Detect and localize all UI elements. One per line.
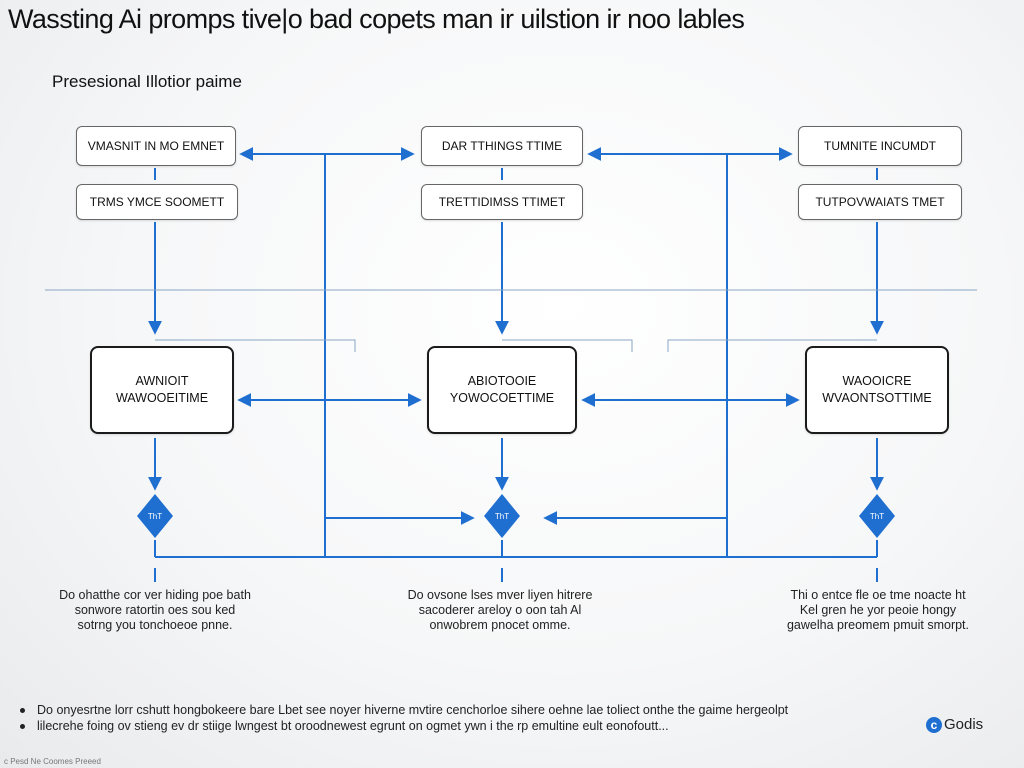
main-box-line: WAOOICRE	[842, 374, 912, 388]
note-line: Do ovsone lses mver liyen hitrere	[407, 588, 593, 602]
process-box-top: VMASNIT IN MO EMNET	[76, 126, 236, 166]
decision-diamond	[484, 494, 520, 538]
process-box-secondary: TUTPOVWAIATS TMET	[798, 184, 962, 220]
bracket-line	[155, 339, 356, 352]
decision-label: ThT	[148, 512, 162, 521]
process-box-label: TUTPOVWAIATS TMET	[815, 195, 945, 209]
decision-label: ThT	[870, 512, 884, 521]
logo-text: Godis	[944, 716, 984, 733]
process-box-secondary: TRETTIDIMSS TTIMET	[421, 184, 583, 220]
process-box-label: VMASNIT IN MO EMNET	[87, 139, 225, 153]
decision-diamond	[859, 494, 895, 538]
main-box-line: ABIOTOOIE	[467, 374, 537, 388]
process-box-secondary: TRMS YMCE SOOMETT	[76, 184, 238, 220]
main-box-line: WVAONTSOTTIME	[822, 391, 932, 405]
decision-diamond	[137, 494, 173, 538]
footnote-list: Do onyesrtne lorr cshutt hongbokeere bar…	[20, 702, 820, 734]
main-box-lines: WAOOICRE WVAONTSOTTIME	[822, 373, 932, 407]
process-box-label: TUMNITE INCUMDT	[824, 139, 936, 153]
image-credit: c Pesd Ne Coomes Preeed	[4, 757, 101, 766]
page-subtitle: Presesional Illotior paime	[52, 72, 242, 91]
note-line: Thi o entce fle oe tme noacte ht	[790, 588, 966, 602]
page-title: Wassting Ai promps tive|o bad copets man…	[8, 4, 745, 34]
note-line: gawelha preomem pmuit smorpt.	[786, 618, 970, 632]
process-box-label: TRMS YMCE SOOMETT	[89, 195, 225, 209]
footnote-item: lilecrehe foing ov stieng ev dr stiige l…	[20, 718, 820, 734]
bullet-icon	[20, 707, 25, 713]
main-box-line: AWNIOIT	[135, 374, 189, 388]
note-line: sacoderer areloy o oon tah Al	[418, 603, 582, 617]
bracket-line	[502, 339, 633, 352]
footnote-item: Do onyesrtne lorr cshutt hongbokeere bar…	[20, 702, 820, 718]
brand-logo: c Godis	[926, 716, 983, 733]
note-line: sonwore ratortin oes sou ked	[74, 603, 236, 617]
note-line: Do ohatthe cor ver hiding poe bath	[59, 588, 251, 602]
main-box-lines: ABIOTOOIE YOWOCOETTIME	[450, 373, 554, 407]
process-box-main: WAOOICRE WVAONTSOTTIME	[805, 346, 949, 434]
logo-icon: c	[926, 716, 942, 733]
process-box-label: TRETTIDIMSS TTIMET	[438, 195, 566, 209]
decision-label: ThT	[495, 512, 509, 521]
note-line: onwobrem pnocet omme.	[429, 618, 571, 632]
main-box-line: WAWOOEITIME	[115, 391, 209, 405]
bracket-line	[667, 339, 877, 352]
note-line: Kel gren he yor peoie hongy	[799, 603, 957, 617]
bullet-icon	[20, 723, 25, 729]
process-box-top: DAR TTHINGS TTIME	[421, 126, 583, 166]
process-box-label: DAR TTHINGS TTIME	[441, 139, 563, 153]
footnote-text: lilecrehe foing ov stieng ev dr stiige l…	[37, 719, 669, 733]
main-box-lines: AWNIOIT WAWOOEITIME	[116, 373, 208, 407]
process-box-main: AWNIOIT WAWOOEITIME	[90, 346, 234, 434]
process-box-top: TUMNITE INCUMDT	[798, 126, 962, 166]
main-box-line: YOWOCOETTIME	[449, 391, 555, 405]
note-line: sotrng you tonchoeoe pnne.	[77, 618, 233, 632]
process-box-main: ABIOTOOIE YOWOCOETTIME	[427, 346, 577, 434]
footnote-text: Do onyesrtne lorr cshutt hongbokeere bar…	[37, 703, 789, 717]
